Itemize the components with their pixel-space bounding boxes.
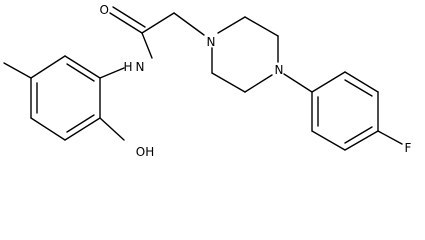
- methyl-bond: [3, 62, 32, 79]
- hydroxyl-label: OH: [136, 145, 154, 158]
- piperazine-bond-1: [217, 16, 246, 34]
- fluorine-label: F: [405, 141, 412, 155]
- oxygen-label: O: [100, 3, 109, 17]
- ring-a-bond-1: [64, 55, 101, 79]
- n4-aryl-bond: [283, 73, 313, 93]
- molecule-structure: O N H N N F OH: [3, 3, 412, 158]
- carbonyl-double-1: [109, 12, 143, 34]
- ring-a-double-1: [66, 63, 95, 82]
- amide-nitrogen-label: N: [136, 60, 145, 74]
- piperazine-n1-label: N: [207, 35, 216, 49]
- ring-b-bond-5: [311, 130, 346, 151]
- carbonyl-ch2-bond: [141, 12, 175, 34]
- amide-hydrogen-label: H: [123, 60, 132, 74]
- ch2-n1-bond: [173, 12, 205, 36]
- ring-b-bond-2: [344, 71, 379, 93]
- ring-nh-bond: [99, 67, 125, 79]
- piperazine-bond-4: [244, 74, 273, 93]
- ring-a-bond-3: [64, 117, 101, 141]
- ring-a-bond-4: [30, 117, 66, 141]
- nh-carbonyl-bond: [141, 32, 153, 59]
- fluorine-bond: [377, 130, 403, 145]
- ring-a-double-2: [66, 114, 95, 133]
- carbonyl-double-2: [112, 6, 146, 28]
- hydroxyphenyl-ring: [30, 55, 101, 141]
- ring-b-bond-1: [311, 71, 346, 93]
- piperazine-bond-5: [211, 72, 246, 93]
- piperazine-n4-label: N: [275, 63, 284, 77]
- ring-b-double-2: [344, 126, 373, 144]
- piperazine-bond-2: [244, 16, 279, 37]
- ring-b-bond-4: [344, 130, 379, 151]
- ring-a-bond-6: [30, 55, 66, 79]
- hydroxyl-bond: [99, 117, 125, 141]
- fluorophenyl-ring: [311, 71, 379, 151]
- ring-b-double-1: [344, 79, 373, 97]
- piperazine-ring: [211, 16, 279, 93]
